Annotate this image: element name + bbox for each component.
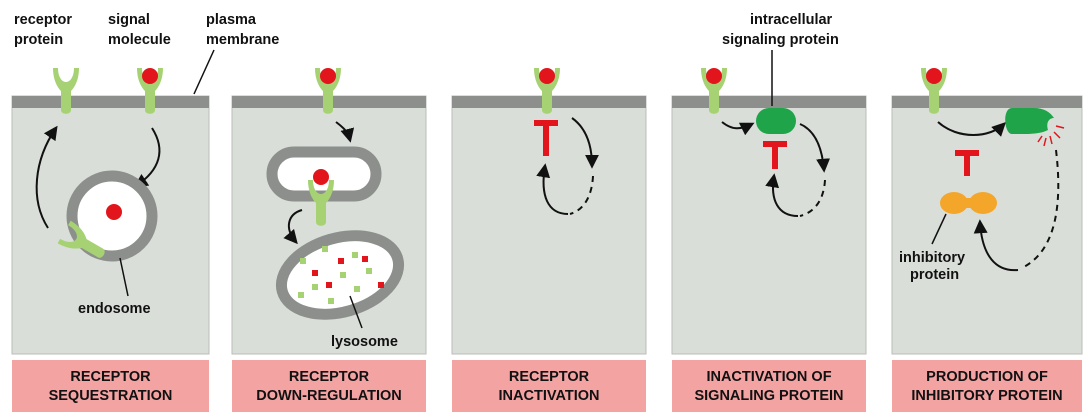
inhibition-symbol <box>534 120 558 156</box>
caption-line-1: INACTIVATION OF <box>706 369 831 385</box>
panel-5-content: inhibitory protein <box>899 68 1065 283</box>
internalization-arrow <box>133 127 161 188</box>
caption-box-3: RECEPTOR INACTIVATION <box>452 360 646 412</box>
inhibition-symbol <box>955 150 979 176</box>
inhibitory-protein-pointer <box>931 213 947 245</box>
signal-molecule <box>313 169 329 185</box>
activation-arrow <box>721 121 755 136</box>
label-line: protein <box>14 32 63 48</box>
plasma-membrane <box>12 96 209 108</box>
label-intracellular-signaling-protein: intracellular signaling protein <box>722 12 839 48</box>
label-line: molecule <box>108 32 171 48</box>
caption-line-2: DOWN-REGULATION <box>256 388 402 404</box>
synthesis-dashed <box>1021 149 1060 269</box>
inhibitory-protein <box>940 192 997 214</box>
label-signal-molecule: signal molecule <box>108 12 171 48</box>
degraded-fragments <box>298 246 384 304</box>
label-line: signaling protein <box>722 32 839 48</box>
plasma-membrane-pointer <box>193 49 215 95</box>
caption-box-2: RECEPTOR DOWN-REGULATION <box>232 360 426 412</box>
label-plasma-membrane: plasma membrane <box>206 12 279 48</box>
panel-2-content: lysosome <box>266 68 405 350</box>
endocytosis-arrow <box>335 121 355 143</box>
intracellular-signaling-protein <box>756 108 796 134</box>
label-line: receptor <box>14 12 72 28</box>
label-endosome: endosome <box>78 301 151 317</box>
activation-burst <box>1037 125 1065 147</box>
label-lysosome: lysosome <box>331 334 398 350</box>
degradation-arrow <box>283 209 303 245</box>
panel-4-content: intracellular signaling protein <box>701 12 839 217</box>
signal-arrow <box>799 123 831 173</box>
caption-line-2: INHIBITORY PROTEIN <box>911 388 1062 404</box>
inhibition-symbol <box>763 141 787 169</box>
plasma-membrane <box>672 96 866 108</box>
caption-box-1: RECEPTOR SEQUESTRATION <box>12 360 209 412</box>
caption-line-1: RECEPTOR <box>509 369 590 385</box>
endosome-pointer <box>119 257 129 297</box>
signal-molecule <box>320 68 336 84</box>
caption-line-1: RECEPTOR <box>70 369 151 385</box>
caption-line-1: PRODUCTION OF <box>926 369 1048 385</box>
label-line: inhibitory <box>899 250 965 266</box>
caption-line-2: SIGNALING PROTEIN <box>694 388 843 404</box>
caption-box-5: PRODUCTION OF INHIBITORY PROTEIN <box>892 360 1082 412</box>
caption-line-2: INACTIVATION <box>499 388 600 404</box>
feedback-dashed <box>569 175 594 215</box>
label-receptor-protein: receptor protein <box>14 12 72 48</box>
signal-molecule <box>706 68 722 84</box>
caption-line-1: RECEPTOR <box>289 369 370 385</box>
label-line: membrane <box>206 32 279 48</box>
panel-3-content <box>534 68 599 215</box>
activation-arrow <box>937 121 1006 137</box>
lysosome-pointer <box>349 295 363 329</box>
plasma-membrane <box>892 96 1082 108</box>
label-line: signal <box>108 12 150 28</box>
panel-1-content: endosome <box>35 68 163 317</box>
intracellular-signaling-protein <box>1005 108 1054 134</box>
signal-molecule <box>539 68 555 84</box>
signal-molecule <box>106 204 122 220</box>
recycling-arrow <box>35 125 58 229</box>
label-inhibitory-protein: inhibitory protein <box>899 250 965 283</box>
feedback-dashed <box>799 179 826 217</box>
cytoplasm <box>671 95 867 355</box>
caption-line-2: SEQUESTRATION <box>49 388 173 404</box>
signal-molecule <box>926 68 942 84</box>
signal-molecule <box>142 68 158 84</box>
cytoplasm <box>891 95 1083 355</box>
caption-box-4: INACTIVATION OF SIGNALING PROTEIN <box>672 360 866 412</box>
feedback-arrow <box>765 173 799 217</box>
feedback-arrow <box>536 163 569 215</box>
label-line: intracellular <box>750 12 833 28</box>
cell-panel-4 <box>671 95 867 355</box>
label-line: protein <box>910 267 959 283</box>
signal-arrow <box>571 117 599 169</box>
synthesis-arrow <box>973 219 1019 272</box>
sequestered-receptor <box>57 220 105 258</box>
cell-panel-5 <box>891 95 1083 355</box>
label-line: plasma <box>206 12 257 28</box>
